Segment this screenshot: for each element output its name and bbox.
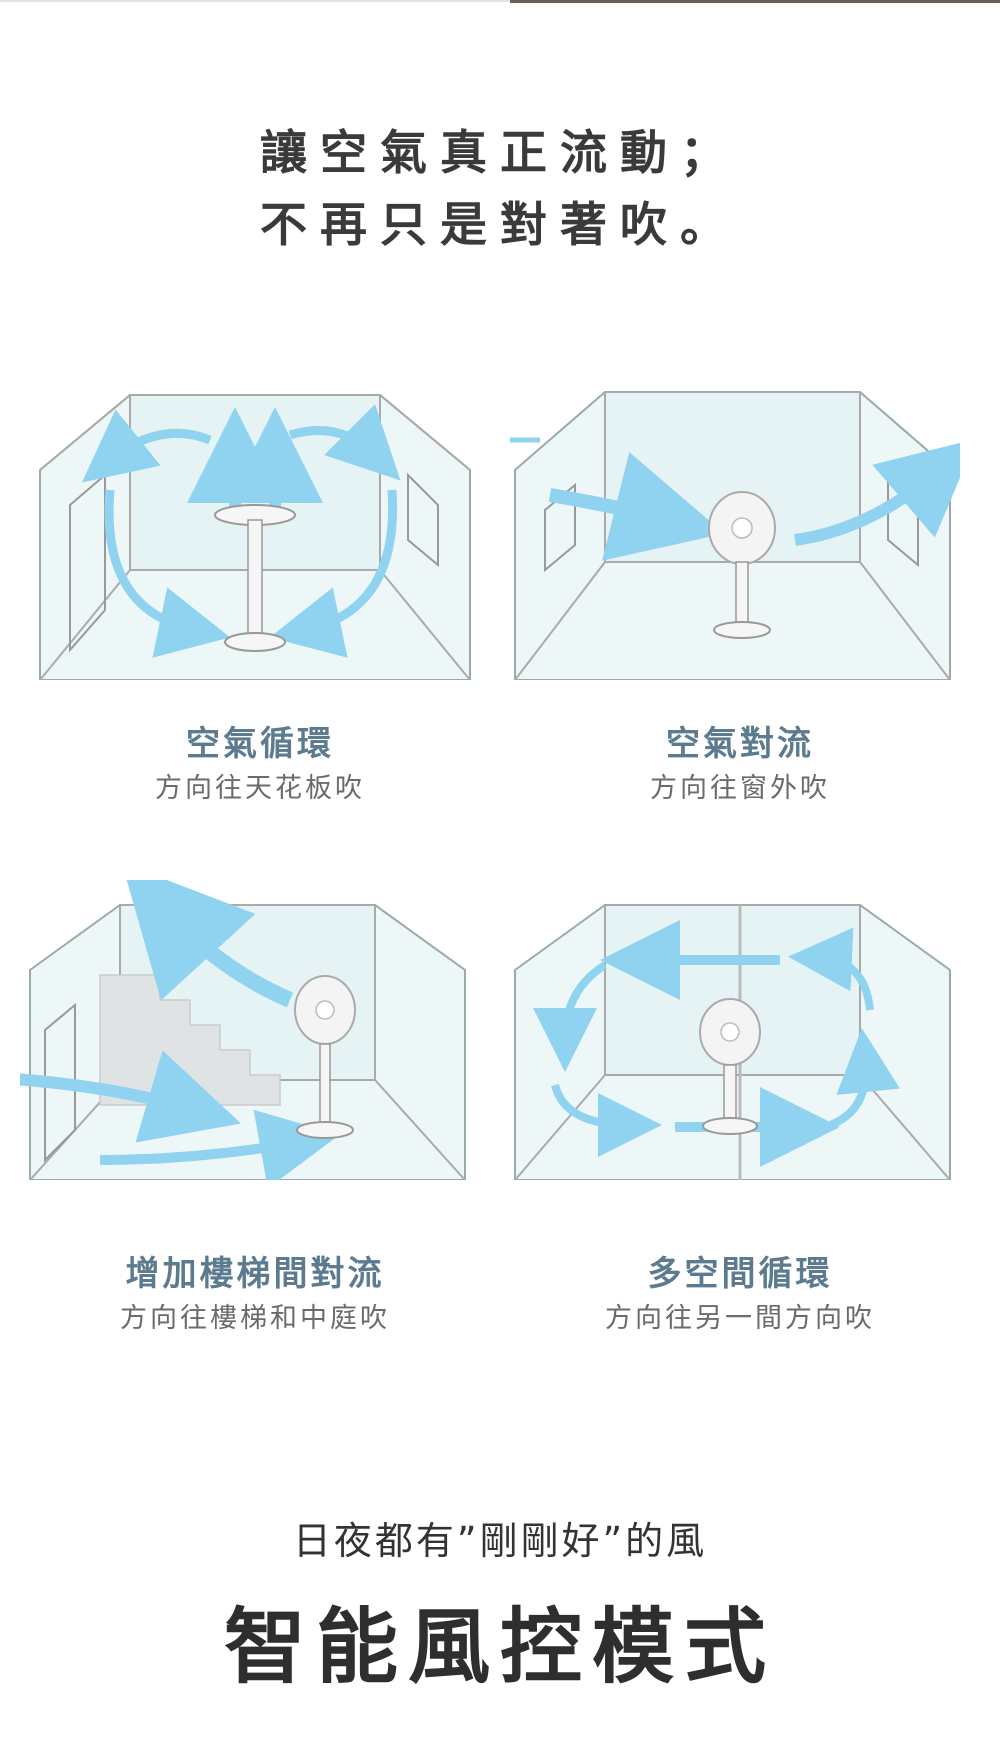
headline-line-2: 不再只是對著吹。 (260, 198, 740, 253)
mode-caption-circulation: 空氣循環 方向往天花板吹 (20, 720, 500, 810)
mode-subtitle: 方向往天花板吹 (155, 773, 365, 804)
headline-line-1: 讓空氣真正流動； (260, 126, 740, 181)
mode-title: 增加樓梯間對流 (125, 1254, 385, 1294)
mode-title: 空氣循環 (186, 724, 334, 764)
mode-subtitle: 方向往樓梯和中庭吹 (120, 1303, 390, 1334)
mode-caption-stairwell: 增加樓梯間對流 方向往樓梯和中庭吹 (15, 1250, 495, 1340)
top-divider-accent (510, 0, 1000, 3)
mode-title: 多空間循環 (647, 1254, 833, 1294)
mode-title: 空氣對流 (666, 724, 814, 764)
stairwell-convection-illustration (20, 880, 470, 1180)
mode-caption-multi-room: 多空間循環 方向往另一間方向吹 (500, 1250, 980, 1340)
footer-title: 智能風控模式 (223, 1600, 776, 1695)
air-convection-illustration (510, 380, 960, 680)
air-circulation-illustration (30, 380, 480, 680)
headline: 讓空氣真正流動； 不再只是對著吹。 (0, 118, 1000, 262)
multi-room-circulation-illustration (510, 880, 960, 1180)
mode-subtitle: 方向往另一間方向吹 (605, 1303, 875, 1334)
top-divider (0, 0, 1000, 2)
mode-caption-convection: 空氣對流 方向往窗外吹 (500, 720, 980, 810)
mode-subtitle: 方向往窗外吹 (650, 773, 830, 804)
footer-subtitle: 日夜都有”剛剛好”的風 (292, 1519, 708, 1563)
